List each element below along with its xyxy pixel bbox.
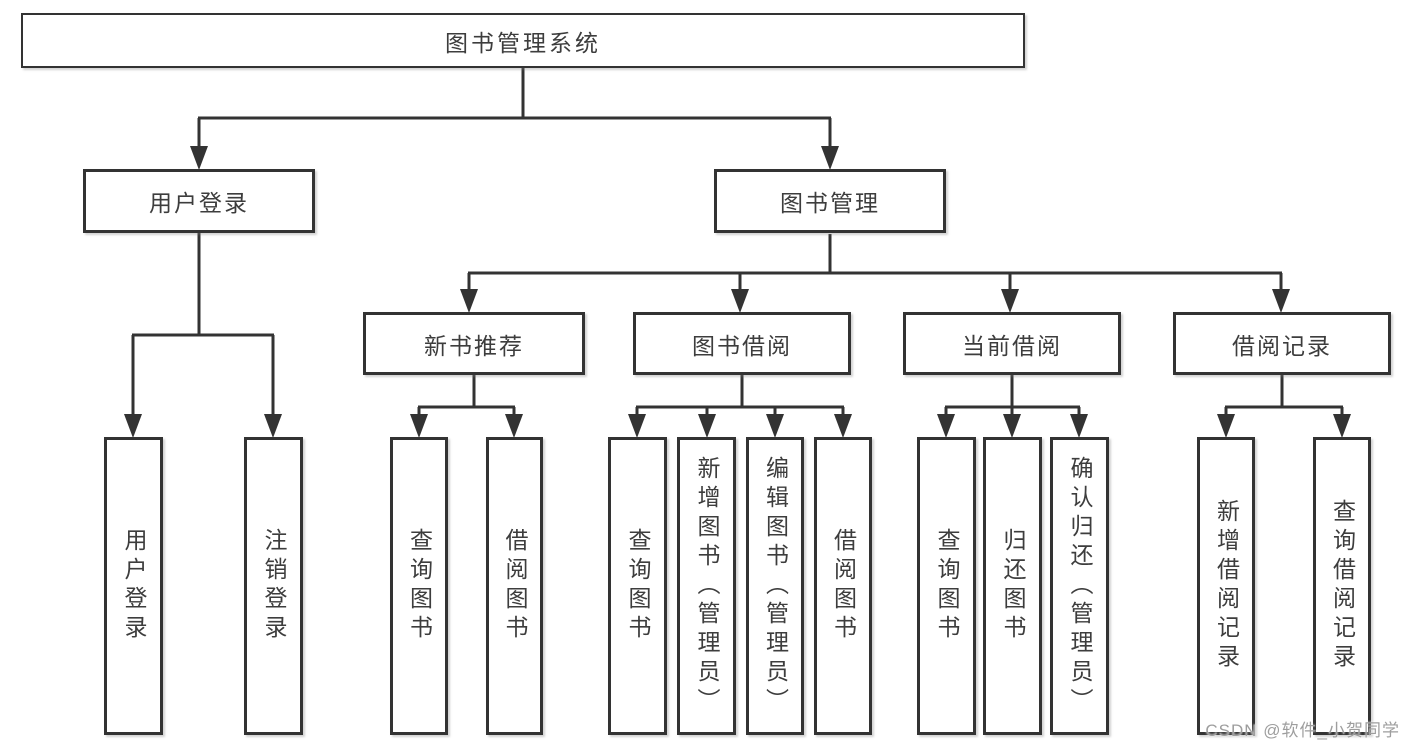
node-label: 用户登录: [121, 528, 147, 644]
leaf-query-books-newbooks: 查询图书: [390, 437, 448, 735]
node-label: 当前借阅: [962, 332, 1062, 359]
csdn-watermark: CSDN @软件_小贺同学: [1205, 721, 1400, 740]
leaf-add-borrow-record: 新增借阅记录: [1197, 437, 1255, 735]
node-label: 确认归还（管理员）: [1067, 455, 1093, 717]
leaf-edit-book-admin: 编辑图书（管理员）: [746, 437, 804, 735]
node-book-borrowing: 图书借阅: [633, 312, 851, 375]
leaf-return-book: 归还图书: [983, 437, 1042, 735]
node-label: 借阅图书: [502, 528, 528, 644]
connector-records-to-leaves: [1217, 373, 1351, 438]
leaf-query-borrow-record: 查询借阅记录: [1313, 437, 1371, 735]
leaf-confirm-return-admin: 确认归还（管理员）: [1050, 437, 1109, 735]
leaf-borrow-books-borrow: 借阅图书: [814, 437, 872, 735]
connector-bookborrow-to-leaves: [628, 373, 852, 438]
node-label: 新增借阅记录: [1213, 499, 1240, 673]
node-label: 编辑图书（管理员）: [762, 455, 789, 717]
leaf-logout: 注销登录: [244, 437, 303, 735]
node-label: 用户登录: [149, 190, 249, 216]
leaf-user-login: 用户登录: [104, 437, 163, 735]
leaf-query-books-borrow: 查询图书: [608, 437, 667, 735]
connector-currentborrow-to-leaves: [937, 373, 1088, 438]
node-label: 注销登录: [261, 528, 287, 644]
leaf-add-book-admin: 新增图书（管理员）: [677, 437, 736, 735]
node-user-login: 用户登录: [83, 169, 315, 233]
node-label: 查询借阅记录: [1329, 499, 1356, 673]
leaf-borrow-books-newbooks: 借阅图书: [486, 437, 543, 735]
node-label: 图书借阅: [692, 332, 792, 359]
node-borrowing-records: 借阅记录: [1173, 312, 1391, 375]
connector-userlogin-to-leaves: [124, 231, 282, 438]
node-label: 新增图书（管理员）: [694, 455, 720, 717]
leaf-query-books-current: 查询图书: [917, 437, 976, 735]
node-new-book-recommend: 新书推荐: [363, 312, 585, 375]
node-library-management-system: 图书管理系统: [21, 13, 1025, 68]
connector-bookmgmt-to-level3: [460, 234, 1290, 313]
connector-root-to-level2: [190, 66, 839, 170]
node-label: 图书管理系统: [445, 29, 601, 56]
node-current-borrowing: 当前借阅: [903, 312, 1121, 375]
connector-newbooks-to-leaves: [410, 373, 523, 438]
node-label: 查询图书: [934, 528, 960, 644]
node-label: 借阅记录: [1232, 332, 1332, 359]
node-book-management: 图书管理: [714, 169, 946, 233]
node-label: 新书推荐: [424, 332, 524, 359]
node-label: 借阅图书: [830, 528, 857, 644]
node-label: 归还图书: [1000, 528, 1026, 644]
node-label: 查询图书: [406, 528, 433, 644]
node-label: 查询图书: [625, 528, 651, 644]
node-label: 图书管理: [780, 190, 880, 216]
